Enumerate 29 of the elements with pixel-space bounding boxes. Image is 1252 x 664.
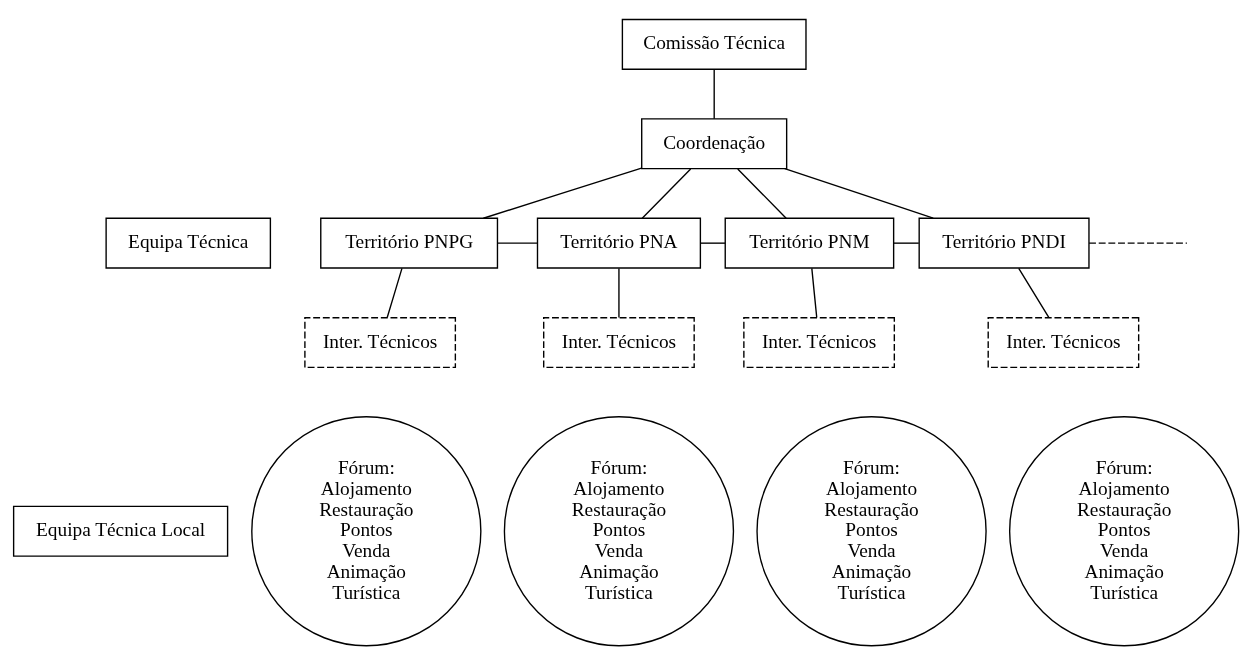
connector (811, 267, 818, 318)
connector (699, 241, 726, 244)
connector (386, 267, 403, 318)
connector (737, 167, 787, 219)
node-circle: Fórum: Alojamento Restauração Pontos Venda Animação Turística (251, 415, 482, 646)
connector (641, 167, 692, 219)
connector (1018, 267, 1050, 318)
node-circle: Fórum: Alojamento Restauração Pontos Venda Animação Turística (503, 415, 735, 646)
node-box: Inter. Técnicos (743, 316, 896, 368)
node-circle: Fórum: Alojamento Restauração Pontos Venda Animação Turística (1008, 415, 1240, 646)
connector (893, 241, 920, 244)
node-box: Equipa Técnica Local (12, 505, 229, 557)
node-circle: Fórum: Alojamento Restauração Pontos Venda Animação Turística (756, 415, 987, 646)
connector (482, 166, 643, 219)
connector (1088, 241, 1188, 244)
node-box: Equipa Técnica (105, 217, 272, 269)
node-box: Inter. Técnicos (304, 316, 457, 368)
node-box: Território PNDI (918, 217, 1090, 269)
node-box: Inter. Técnicos (543, 316, 695, 368)
connector (713, 68, 715, 119)
connector (496, 241, 539, 244)
node-box: Inter. Técnicos (987, 316, 1140, 368)
node-box: Comissão Técnica (621, 18, 807, 70)
node-box: Território PNM (724, 217, 895, 269)
connector (618, 267, 620, 318)
node-box: Coordenação (641, 117, 788, 169)
node-box: Território PNPG (320, 217, 499, 269)
node-box: Território PNA (536, 217, 702, 269)
connector (784, 167, 934, 219)
